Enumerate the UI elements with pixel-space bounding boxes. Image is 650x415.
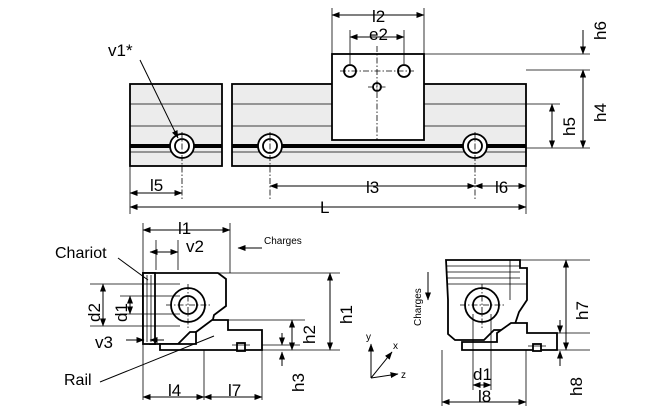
axis-triad: y x z (366, 332, 406, 381)
rail-screw-head (236, 342, 246, 352)
label-chariot: Chariot (55, 245, 107, 262)
label-l8: l8 (478, 387, 491, 406)
label-v1: v1* (108, 41, 133, 60)
end-view: Charges h7 d1 l8 h8 (413, 259, 592, 406)
axis-y-label: y (366, 332, 371, 343)
label-d1-end: d1 (473, 365, 492, 384)
label-h4: h4 (591, 103, 610, 122)
label-rail: Rail (64, 372, 92, 389)
label-charges-end: Charges (413, 288, 424, 326)
label-h1: h1 (337, 305, 356, 324)
label-h8: h8 (567, 377, 586, 396)
label-e2: e2 (369, 25, 388, 44)
end-rail-screw (532, 343, 542, 352)
label-d1: d1 (112, 303, 131, 322)
label-v2: v2 (186, 237, 204, 256)
label-d2: d2 (85, 303, 104, 322)
axis-x-label: x (393, 341, 398, 352)
label-l6: l6 (495, 178, 508, 197)
label-h5: h5 (560, 117, 579, 136)
label-l2: l2 (372, 7, 385, 26)
label-l4: l4 (168, 381, 181, 400)
label-h7: h7 (573, 301, 592, 320)
label-l5: l5 (150, 176, 163, 195)
rail-groove-main (232, 144, 526, 148)
label-v3: v3 (95, 333, 113, 352)
label-l7: l7 (228, 381, 241, 400)
label-h6: h6 (591, 21, 610, 40)
label-h2: h2 (300, 325, 319, 344)
label-h3: h3 (289, 373, 308, 392)
side-view: l1 v2 Charges Chariot d2 d1 h2 h1 v3 Rai… (55, 219, 356, 400)
label-L: L (320, 198, 329, 217)
top-view: l2 e2 h6 h4 h5 v1* l5 l3 l6 L (108, 7, 610, 217)
label-charges-side: Charges (264, 236, 302, 247)
label-l3: l3 (366, 178, 379, 197)
label-l1: l1 (178, 219, 191, 238)
axis-z-label: z (401, 370, 406, 381)
